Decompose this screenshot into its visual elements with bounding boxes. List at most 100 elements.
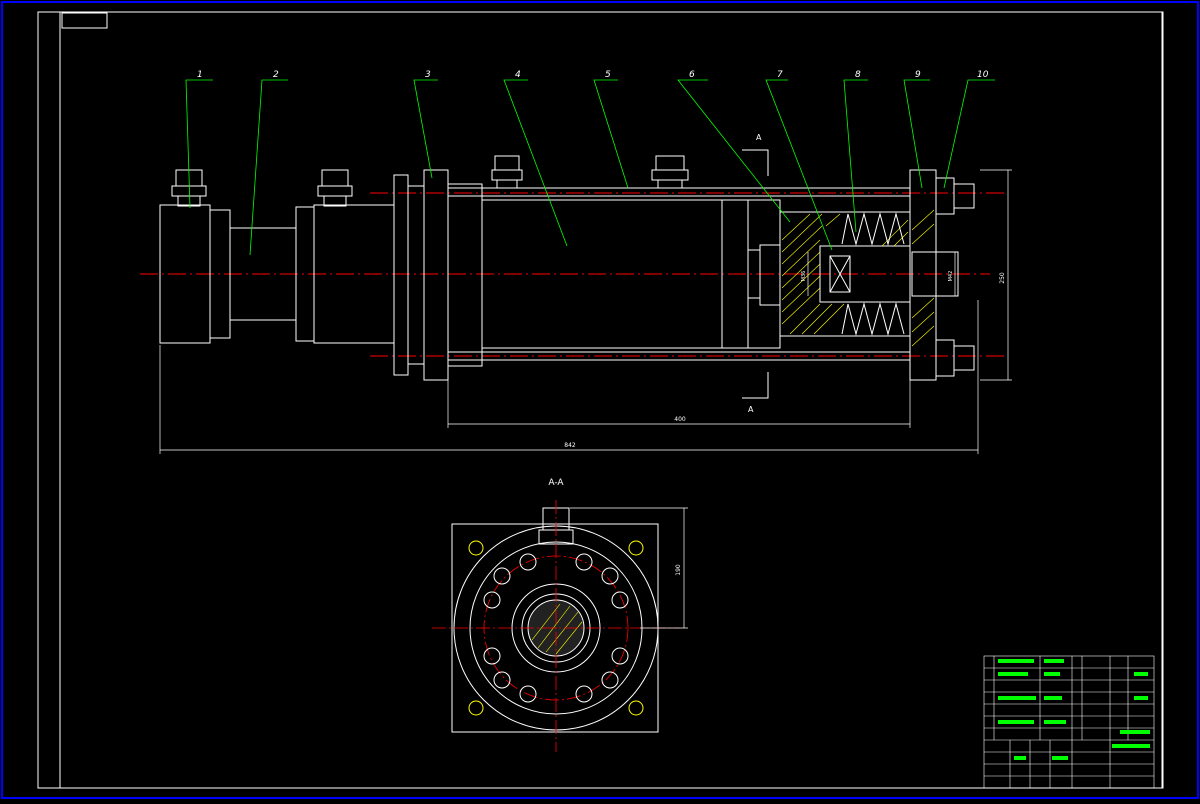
cut-plane-markers: A A — [742, 133, 769, 414]
hatch-line — [531, 603, 561, 641]
spring-coil-top — [841, 212, 905, 246]
tb-mark — [998, 720, 1034, 724]
hatch-line — [813, 303, 845, 335]
hatch-line — [781, 225, 823, 265]
leader-5 — [593, 79, 629, 189]
end-plate-right — [909, 169, 937, 381]
dim-text-thread: M42 — [948, 271, 954, 282]
corner-hole — [468, 540, 484, 556]
section-centerlines — [432, 500, 680, 752]
balloon-5: 5 — [605, 70, 611, 80]
title-block-marks — [998, 659, 1150, 760]
leader-7 — [765, 79, 833, 251]
dim-text-400: 400 — [674, 416, 686, 423]
leader-6 — [677, 79, 791, 223]
bolt-hole — [519, 685, 537, 703]
end-cap-inner — [447, 183, 483, 367]
bolt-hole — [611, 647, 629, 665]
hatch-line — [911, 209, 935, 231]
hatch-line — [911, 311, 935, 333]
tb-mark — [1134, 672, 1148, 676]
dim-text-section: 190 — [675, 564, 682, 576]
tb-mark — [1052, 756, 1068, 760]
section-shaft-hatch — [531, 603, 583, 655]
hatch-line — [545, 611, 579, 653]
hatch-line — [781, 275, 821, 313]
corner-hole — [468, 700, 484, 716]
balloon-7: 7 — [777, 70, 783, 80]
bolt-hole — [575, 553, 593, 571]
balloon-4: 4 — [515, 70, 521, 80]
hatching — [781, 209, 935, 347]
bolt-hole — [493, 567, 511, 585]
inner-block — [829, 255, 851, 293]
leaders — [185, 79, 995, 256]
hatch-line — [911, 223, 935, 245]
leader-10 — [943, 79, 995, 189]
fitting-4 — [651, 155, 689, 189]
tb-mark — [1112, 744, 1150, 748]
bolt-hole — [575, 685, 593, 703]
tb-mark — [998, 659, 1034, 663]
fittings — [171, 155, 689, 207]
bolt-hole — [601, 567, 619, 585]
leader-8 — [843, 79, 868, 233]
balloon-numbers: 1 2 3 4 5 6 7 8 9 10 — [197, 70, 989, 80]
balloon-8: 8 — [855, 70, 861, 80]
hatch-line — [781, 239, 821, 277]
end-cap — [423, 169, 449, 381]
bolt-hole — [601, 671, 619, 689]
tb-mark — [1044, 696, 1062, 700]
balloon-6: 6 — [689, 70, 695, 80]
tb-mark — [1044, 659, 1064, 663]
section-view — [451, 507, 659, 733]
rod-shaft — [759, 244, 781, 306]
section-label: A-A — [548, 478, 564, 488]
hatch-line — [825, 213, 841, 227]
bolt-hole — [611, 591, 629, 609]
hatch-line — [537, 605, 571, 649]
hatch-line — [881, 219, 909, 247]
balloon-2: 2 — [273, 70, 279, 80]
corner-stamp — [61, 12, 108, 29]
cut-marker-bottom — [742, 372, 769, 399]
balloon-3: 3 — [425, 70, 431, 80]
hatch-line — [893, 231, 909, 247]
fitting-3 — [491, 155, 523, 189]
nut-bottom — [935, 339, 955, 377]
bolt-hole — [493, 671, 511, 689]
section-dim: 190 — [570, 507, 688, 629]
hatch-line — [911, 325, 935, 347]
corner-hole — [628, 540, 644, 556]
leader-3 — [413, 79, 438, 179]
fitting-2 — [317, 169, 353, 207]
drawing-border — [37, 11, 1163, 789]
bolt-hole — [483, 591, 501, 609]
leader-9 — [903, 79, 930, 189]
tb-mark — [1014, 756, 1026, 760]
nut-top-thread — [953, 183, 975, 209]
hatch-line — [555, 621, 583, 655]
inner-block-cross-2 — [829, 255, 851, 293]
tb-mark — [998, 696, 1036, 700]
hatch-line — [801, 303, 833, 335]
main-view — [140, 169, 1005, 381]
dim-text-height: 250 — [999, 272, 1006, 284]
hatch-line — [781, 213, 823, 253]
bolt-hole — [519, 553, 537, 571]
balloon-9: 9 — [915, 70, 921, 80]
tb-mark — [1044, 672, 1060, 676]
spring-coil-bottom — [841, 302, 905, 336]
tb-mark — [998, 672, 1028, 676]
tb-mark — [1120, 730, 1150, 734]
title-block — [983, 655, 1155, 789]
corner-holes — [468, 540, 644, 716]
leader-4 — [503, 79, 568, 247]
corner-hole — [628, 700, 644, 716]
dimensions: 400 842 250 M42 M36 — [159, 169, 1012, 454]
output-shaft — [911, 251, 959, 297]
hatch-line — [781, 263, 821, 301]
cut-marker-top-label: A — [756, 133, 762, 142]
